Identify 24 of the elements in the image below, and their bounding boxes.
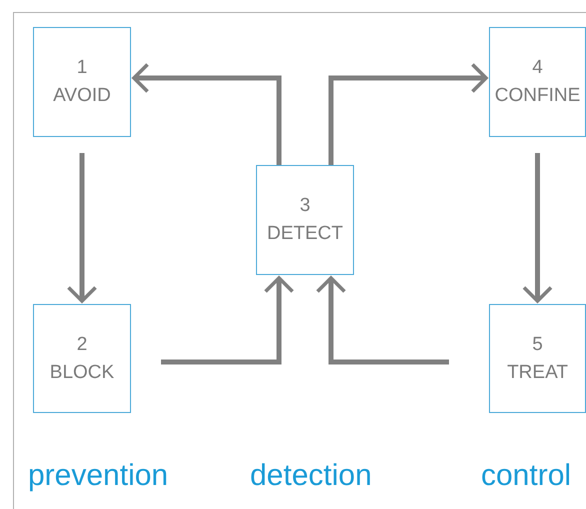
step-box (489, 27, 586, 137)
step-box (33, 27, 131, 137)
step-name: TREAT (507, 360, 568, 384)
step-name: BLOCK (50, 360, 114, 384)
step-number: 2 (76, 332, 88, 356)
arrow (316, 276, 449, 364)
step-box (256, 165, 354, 275)
phase-label: control (481, 458, 572, 494)
step-name: AVOID (53, 84, 111, 108)
step-name: CONFINE (494, 84, 580, 108)
step-number: 5 (532, 332, 543, 356)
step-number: 1 (76, 56, 88, 80)
arrow (522, 153, 553, 303)
phase-label: prevention (28, 458, 168, 494)
arrow (161, 276, 294, 364)
step-box (33, 304, 131, 413)
arrow (66, 153, 98, 303)
step-name: DETECT (267, 222, 343, 246)
arrow (328, 62, 488, 165)
step-number: 3 (300, 194, 310, 218)
step-number: 4 (532, 56, 543, 80)
arrow (132, 62, 282, 165)
step-box (489, 304, 586, 413)
phase-label: detection (250, 458, 372, 494)
